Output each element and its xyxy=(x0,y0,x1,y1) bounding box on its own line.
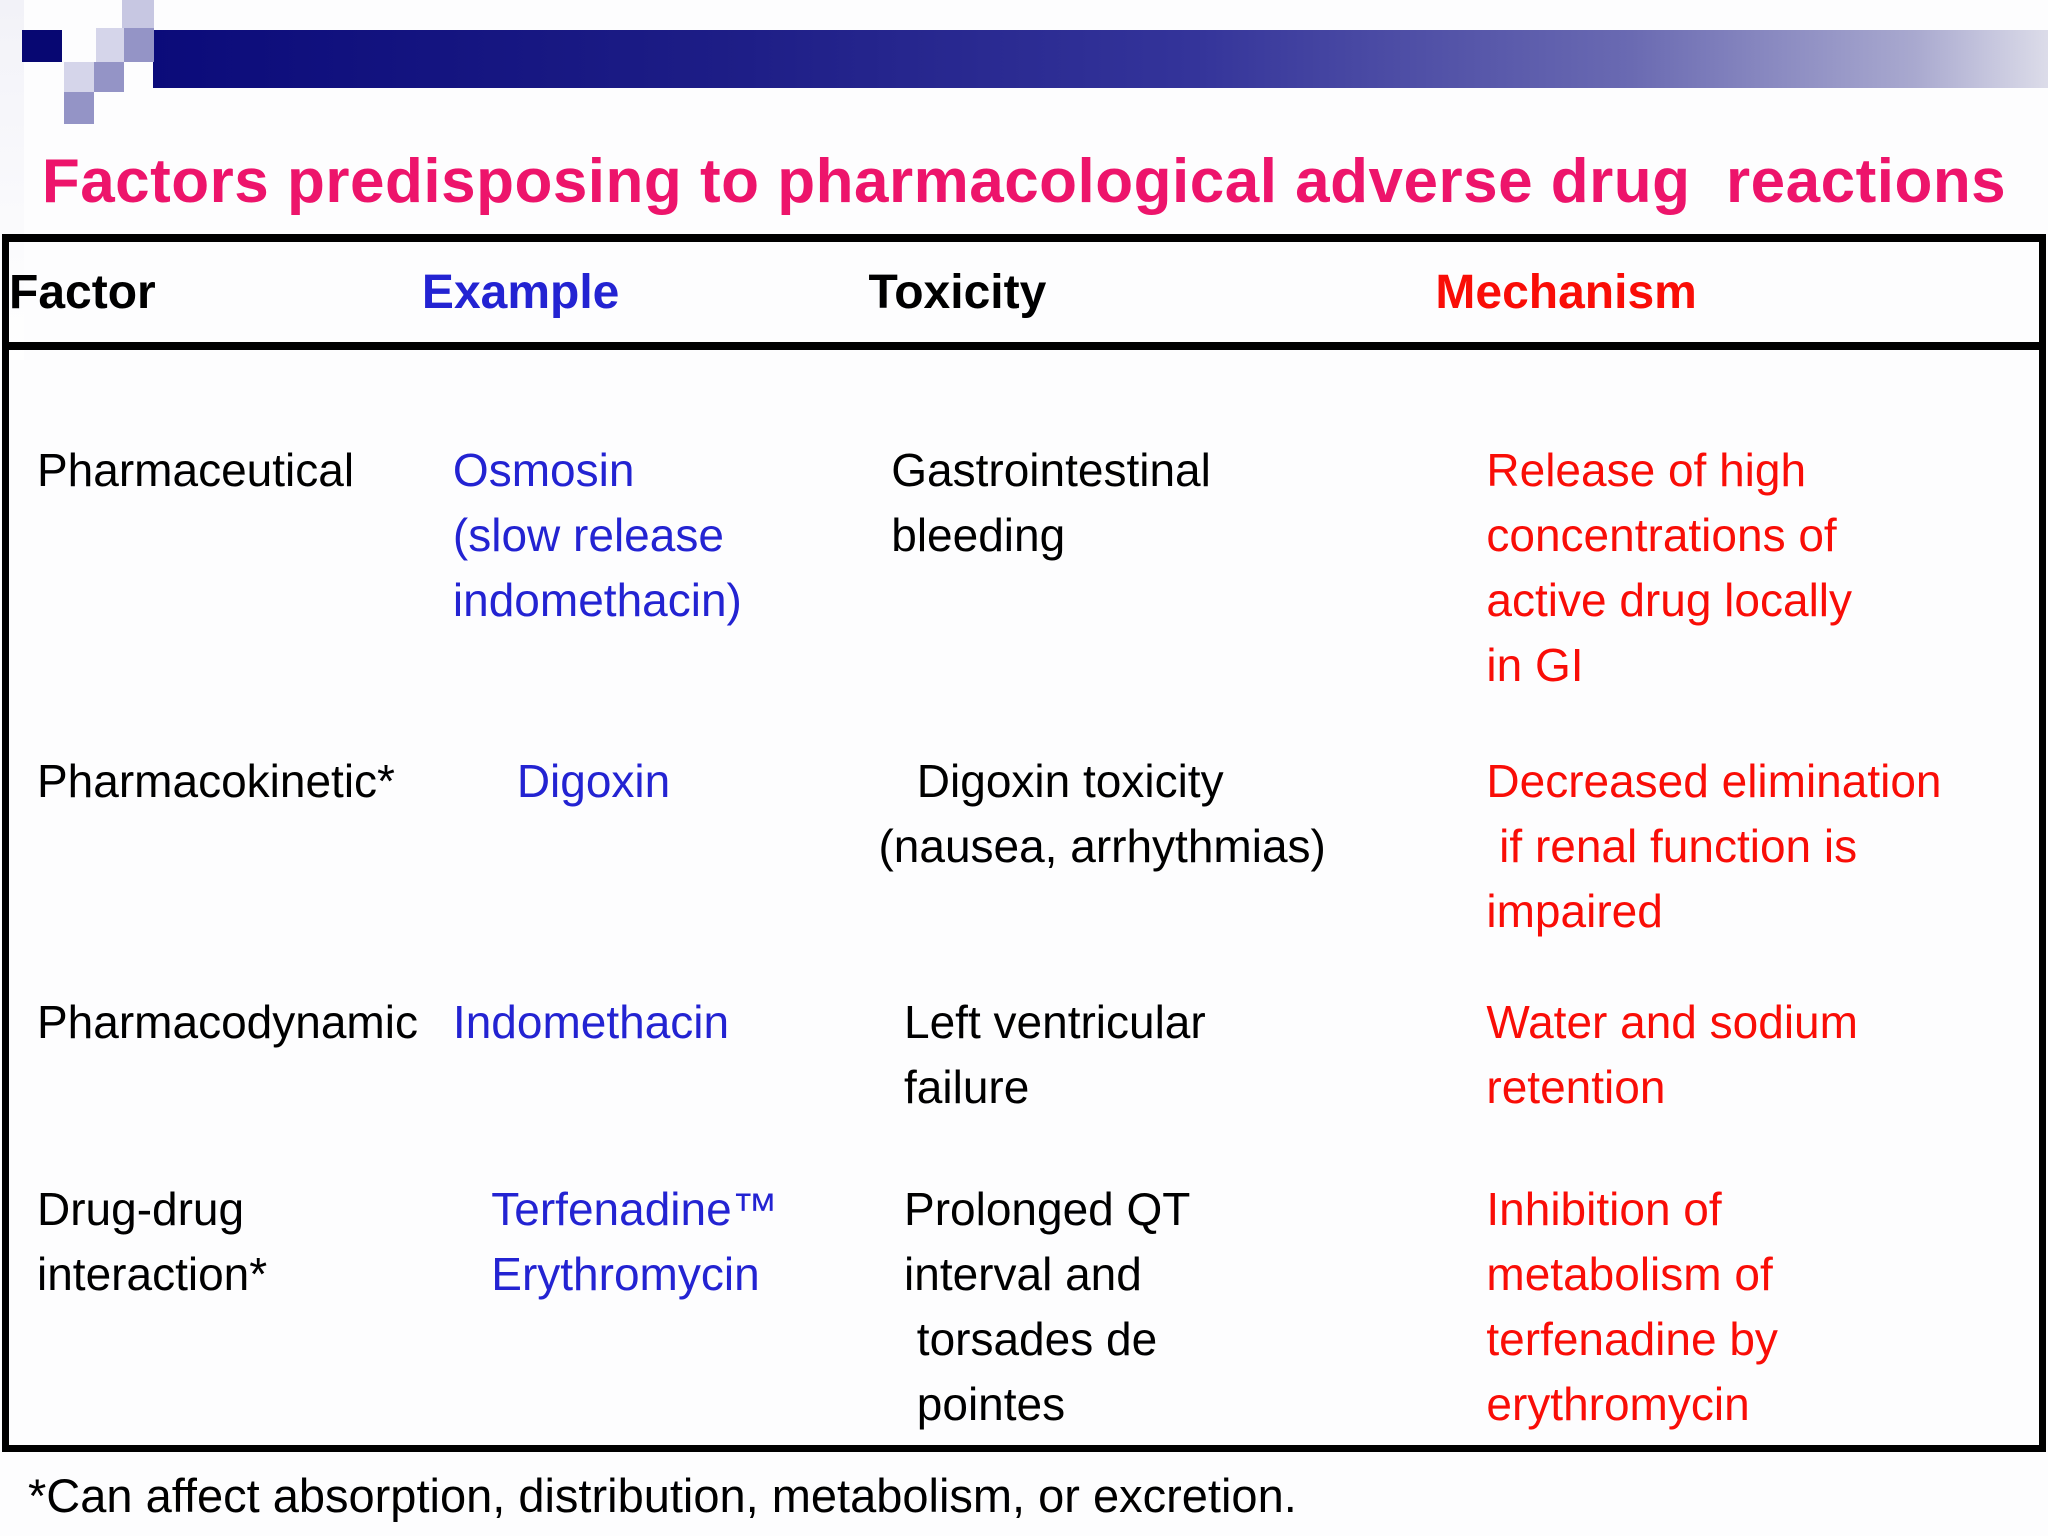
decor-square xyxy=(22,30,62,62)
example-cell: Osmosin (slow release indomethacin) xyxy=(452,444,742,626)
example-cell: Digoxin xyxy=(452,754,671,807)
factor-cell: Drug-drug interaction* xyxy=(37,1182,268,1300)
header-toxicity: Toxicity xyxy=(868,238,1436,350)
factor-cell: Pharmaceutical xyxy=(37,444,355,496)
header-mechanism: Mechanism xyxy=(1435,238,2043,350)
slide-title: Factors predisposing to pharmacological … xyxy=(41,147,2007,216)
decor-square xyxy=(64,62,94,92)
example-cell: Indomethacin xyxy=(452,996,730,1049)
table-row: Pharmaceutical Osmosin (slow release ind… xyxy=(6,346,2043,749)
table-row: Pharmacokinetic* Digoxin Digoxin toxicit… xyxy=(6,749,2043,991)
toxicity-cell: Digoxin toxicity (nausea, arrhythmias) xyxy=(878,754,1326,872)
header-factor: Factor xyxy=(5,238,422,350)
toxicity-cell: Left ventricular failure xyxy=(904,996,1206,1114)
decor-square xyxy=(96,28,124,62)
mechanism-cell: Inhibition of metabolism of terfenadine … xyxy=(1486,1182,1778,1430)
table-row: Drug-drug interaction* Terfenadine™ Eryt… xyxy=(6,1177,2043,1449)
mechanism-cell: Release of high concentrations of active… xyxy=(1486,444,1853,691)
example-cell: Terfenadine™ Erythromycin xyxy=(491,1182,778,1300)
decor-square xyxy=(124,28,154,62)
factor-cell: Pharmacokinetic* xyxy=(37,754,395,807)
decor-square xyxy=(64,92,94,124)
header-example: Example xyxy=(421,238,869,350)
decor-square xyxy=(94,62,124,92)
toxicity-cell: Gastrointestinal bleeding xyxy=(891,444,1211,561)
mechanism-cell: Water and sodium retention xyxy=(1486,996,1858,1114)
toxicity-cell: Prolonged QT interval and torsades de po… xyxy=(904,1182,1191,1430)
factor-cell: Pharmacodynamic xyxy=(37,996,418,1049)
decor-square xyxy=(122,0,154,30)
header-row: Factor Example Toxicity Mechanism xyxy=(5,238,2043,350)
footnote: *Can affect absorption, distribution, me… xyxy=(28,1469,1297,1522)
mechanism-cell: Decreased elimination if renal function … xyxy=(1486,754,1942,937)
banner-bar-decor xyxy=(153,30,2048,88)
adverse-reactions-table: Factor Example Toxicity Mechanism Pharma… xyxy=(2,234,2046,1452)
table-row: Pharmacodynamic Indomethacin Left ventri… xyxy=(6,990,2043,1176)
